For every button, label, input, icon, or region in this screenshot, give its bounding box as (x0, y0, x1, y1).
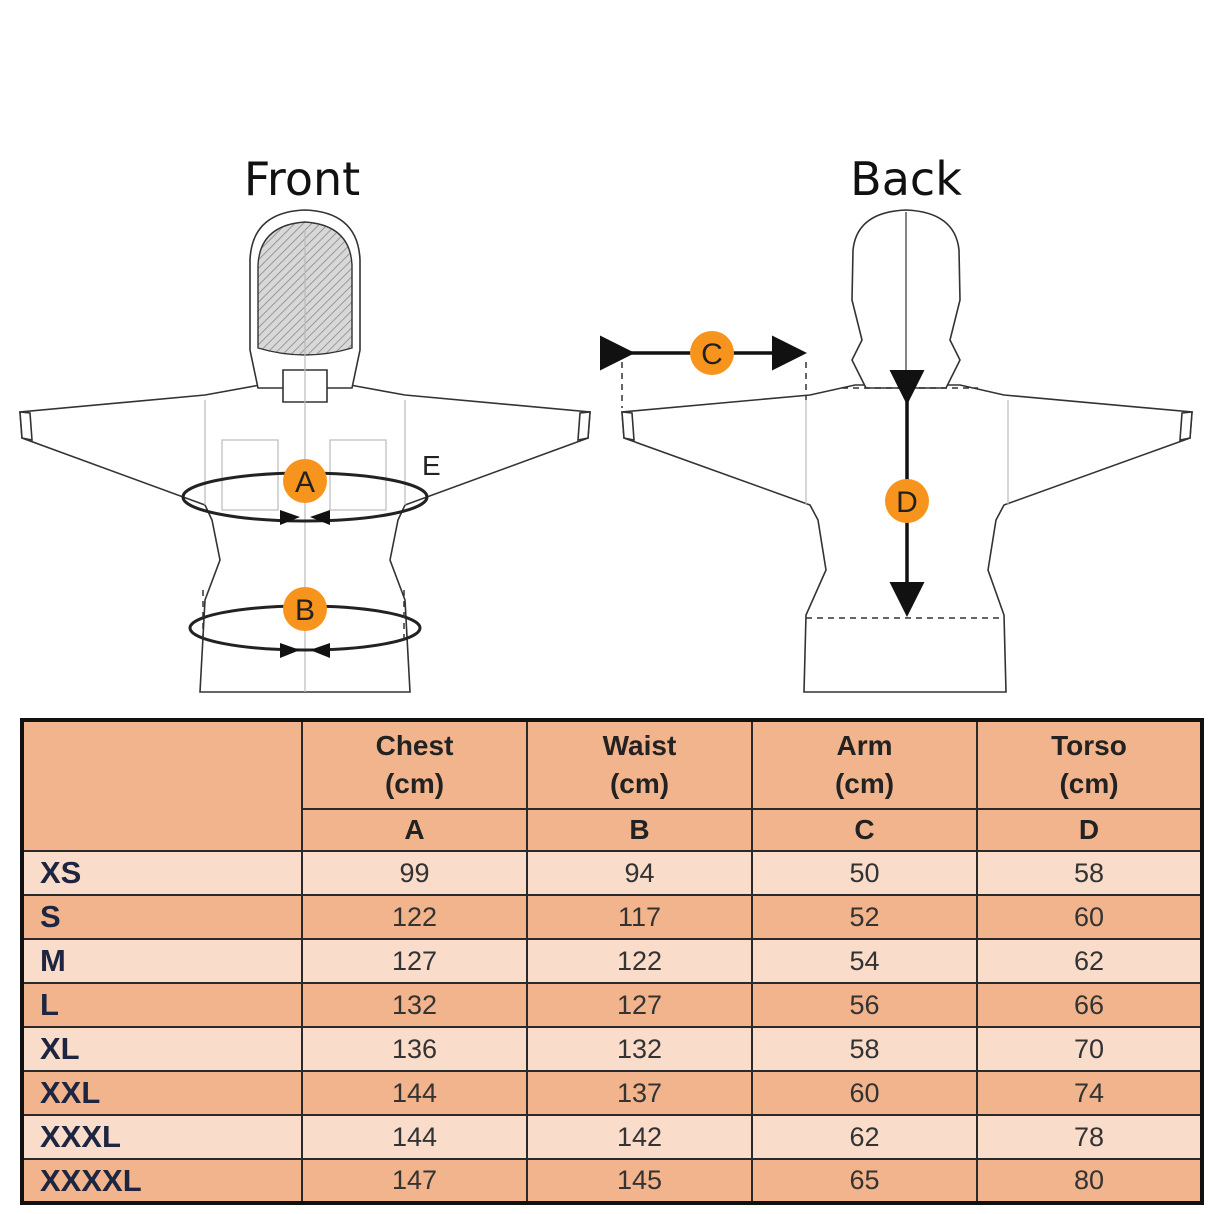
torso-title: Torso (1051, 730, 1127, 761)
arm-value: 60 (751, 1070, 978, 1116)
waist-value: 122 (526, 938, 753, 984)
chest-value: 147 (301, 1158, 528, 1204)
torso-value: 74 (976, 1070, 1203, 1116)
letter-c: C (751, 808, 978, 852)
marker-b: B (295, 594, 315, 627)
waist-unit: (cm) (609, 768, 670, 799)
marker-c: C (701, 338, 723, 371)
torso-value: 70 (976, 1026, 1203, 1072)
torso-value: 60 (976, 894, 1203, 940)
chest-value: 122 (301, 894, 528, 940)
chest-value: 99 (301, 850, 528, 896)
size-label: S (21, 894, 303, 940)
torso-value: 80 (976, 1158, 1203, 1204)
table-row: S 122 117 52 60 (21, 894, 1203, 940)
arm-value: 56 (751, 982, 978, 1028)
arm-value: 50 (751, 850, 978, 896)
size-label: L (21, 982, 303, 1028)
torso-value: 62 (976, 938, 1203, 984)
arm-value: 54 (751, 938, 978, 984)
front-view-title: Front (244, 152, 360, 206)
table-row: XXXL 144 142 62 78 (21, 1114, 1203, 1160)
size-label: XXL (21, 1070, 303, 1116)
marker-a: A (295, 466, 315, 499)
header-chest: Chest (cm) (301, 719, 528, 810)
table-row: XXXXL 147 145 65 80 (21, 1158, 1203, 1204)
chest-value: 132 (301, 982, 528, 1028)
arm-unit: (cm) (834, 768, 895, 799)
arm-value: 62 (751, 1114, 978, 1160)
waist-value: 94 (526, 850, 753, 896)
arm-value: 58 (751, 1026, 978, 1072)
size-label: XXXXL (21, 1158, 303, 1204)
waist-value: 145 (526, 1158, 753, 1204)
chest-value: 144 (301, 1114, 528, 1160)
waist-value: 117 (526, 894, 753, 940)
size-diagram: Front Back A B E (19, 152, 1193, 693)
torso-unit: (cm) (1059, 768, 1119, 799)
chest-value: 136 (301, 1026, 528, 1072)
size-label: XXXL (21, 1114, 303, 1160)
marker-e: E (422, 450, 441, 481)
size-chart-table: Chest (cm) Waist (cm) Arm (cm) Torso (cm… (20, 718, 1204, 1205)
waist-value: 132 (526, 1026, 753, 1072)
header-corner-cell (21, 719, 303, 852)
arm-value: 65 (751, 1158, 978, 1204)
table-row: M 127 122 54 62 (21, 938, 1203, 984)
table-row: XL 136 132 58 70 (21, 1026, 1203, 1072)
header-waist: Waist (cm) (526, 719, 753, 810)
size-label: XL (21, 1026, 303, 1072)
back-jacket-illustration: C D (600, 209, 1193, 693)
chest-value: 127 (301, 938, 528, 984)
arm-value: 52 (751, 894, 978, 940)
torso-value: 78 (976, 1114, 1203, 1160)
marker-d: D (896, 486, 918, 519)
letter-a: A (301, 808, 528, 852)
letter-b: B (526, 808, 753, 852)
size-label: XS (21, 850, 303, 896)
size-label: M (21, 938, 303, 984)
chest-value: 144 (301, 1070, 528, 1116)
chest-unit: (cm) (384, 768, 445, 799)
table-row: L 132 127 56 66 (21, 982, 1203, 1028)
arm-title: Arm (836, 730, 893, 761)
torso-value: 58 (976, 850, 1203, 896)
table-row: XS 99 94 50 58 (21, 850, 1203, 896)
back-view-title: Back (850, 152, 962, 206)
waist-value: 137 (526, 1070, 753, 1116)
waist-title: Waist (602, 730, 677, 761)
front-jacket-illustration: A B E (19, 209, 591, 693)
table-row: XXL 144 137 60 74 (21, 1070, 1203, 1116)
torso-value: 66 (976, 982, 1203, 1028)
waist-value: 127 (526, 982, 753, 1028)
header-arm: Arm (cm) (751, 719, 978, 810)
chest-title: Chest (375, 730, 454, 761)
header-torso: Torso (cm) (976, 719, 1203, 810)
letter-d: D (976, 808, 1203, 852)
waist-value: 142 (526, 1114, 753, 1160)
